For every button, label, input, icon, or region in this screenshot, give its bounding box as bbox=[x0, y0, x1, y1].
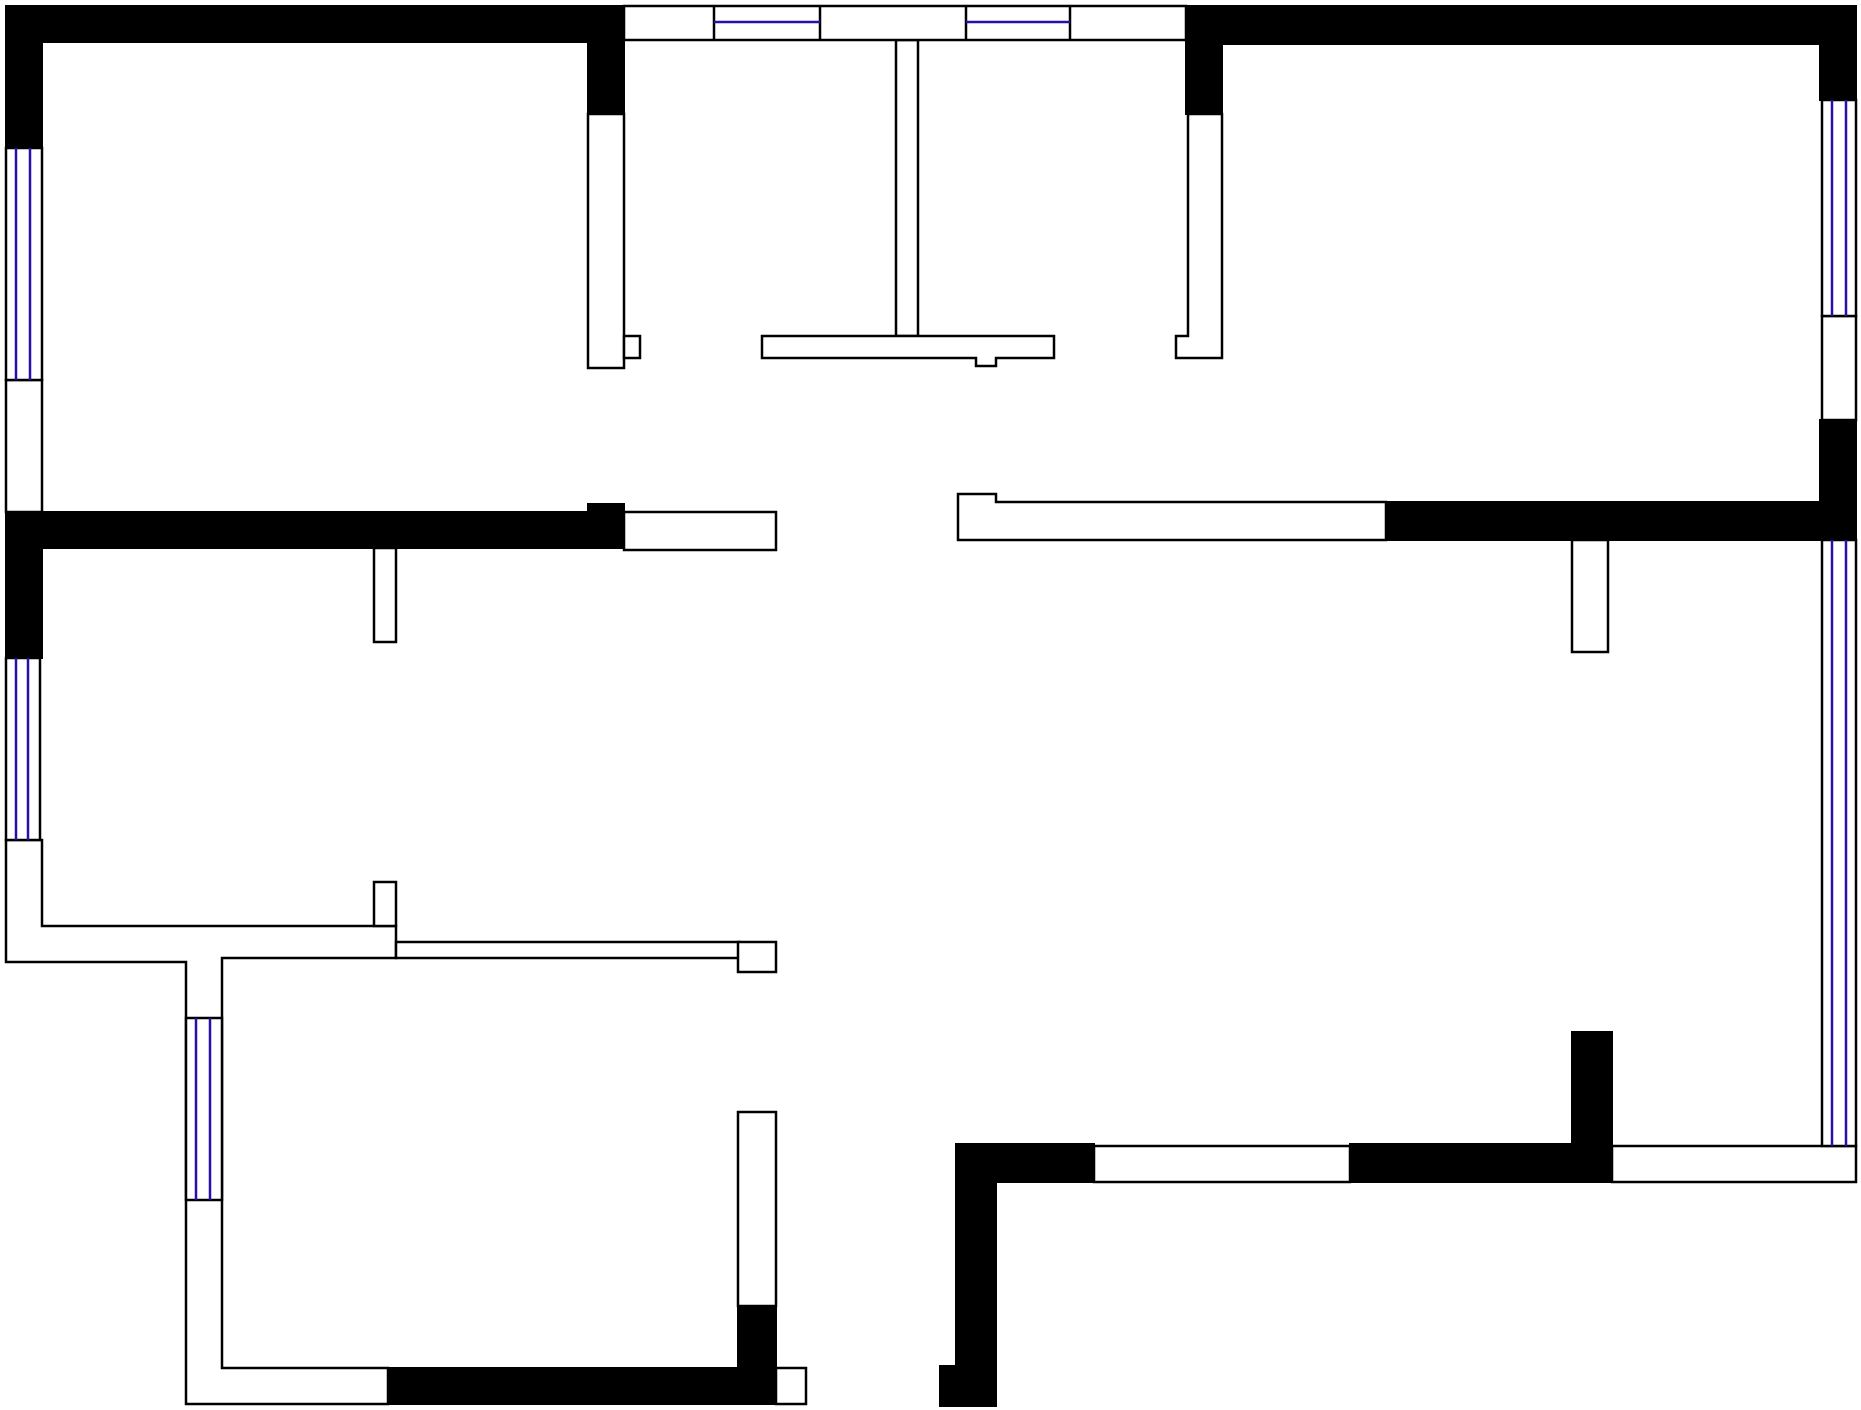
partition-upper-center-stem bbox=[894, 38, 920, 338]
partition-lower-left-shelf-cap bbox=[736, 940, 778, 974]
right-upper-window-frame bbox=[1820, 98, 1858, 318]
partition-left-lower-window-frame bbox=[4, 378, 44, 514]
partition-lower-left-shelf bbox=[394, 940, 742, 960]
bearing-wall-upper-right-stub bbox=[1185, 5, 1223, 115]
bearing-wall-right-mid bbox=[1819, 419, 1857, 541]
bearing-wall-lower-right-post bbox=[1571, 1031, 1613, 1183]
bearing-wall-left-upper bbox=[5, 5, 43, 149]
bearing-wall-mid-right bbox=[1385, 501, 1857, 541]
bearing-wall-top-right bbox=[1185, 5, 1857, 45]
partition-upper-left-nib bbox=[622, 334, 642, 360]
bearing-wall-right-upper bbox=[1819, 5, 1857, 101]
bearing-wall-lower-right-c bbox=[1349, 1143, 1613, 1183]
partition-lower-right-b bbox=[1610, 1144, 1858, 1184]
partition-mid-right-stub bbox=[1570, 538, 1610, 654]
partition-right-lower-window-frame bbox=[1820, 538, 1858, 1148]
bearing-wall-top-left bbox=[5, 5, 625, 43]
left-lower-window-frame bbox=[4, 656, 42, 842]
partition-mid-left-stub bbox=[372, 546, 398, 644]
bearing-wall-bottom-left bbox=[387, 1367, 777, 1405]
partition-walls bbox=[4, 38, 1858, 1406]
partition-upper-left-column bbox=[586, 112, 626, 370]
partition-bottom-right-cap bbox=[774, 1366, 808, 1406]
bearing-walls bbox=[5, 5, 1857, 1407]
bearing-wall-bottom-left-post bbox=[737, 1305, 777, 1405]
partition-upper-center-tbar bbox=[760, 334, 1056, 368]
partition-lower-left-column bbox=[736, 1110, 778, 1308]
left-upper-window-frame bbox=[4, 146, 44, 382]
bearing-wall-upper-left-stub bbox=[587, 5, 625, 115]
windows bbox=[4, 4, 1858, 1202]
partition-upper-right-column bbox=[1174, 112, 1224, 360]
bearing-wall-lower-right-b bbox=[955, 1143, 997, 1407]
partition-mid-left-extension bbox=[622, 510, 778, 552]
inner-left-window-frame bbox=[184, 1016, 224, 1202]
partition-lower-left-post bbox=[372, 880, 398, 928]
bearing-wall-left-mid bbox=[5, 511, 43, 659]
top-window-frame bbox=[622, 4, 1188, 42]
partition-mid-right-extension bbox=[956, 492, 1388, 542]
partition-right-upper-window-frame bbox=[1820, 314, 1858, 422]
bearing-wall-lower-right-foot bbox=[939, 1365, 997, 1407]
bearing-wall-mid-left-cap bbox=[587, 503, 625, 515]
bearing-wall-mid-left bbox=[5, 511, 625, 549]
partition-lower-right-a bbox=[1092, 1144, 1352, 1184]
